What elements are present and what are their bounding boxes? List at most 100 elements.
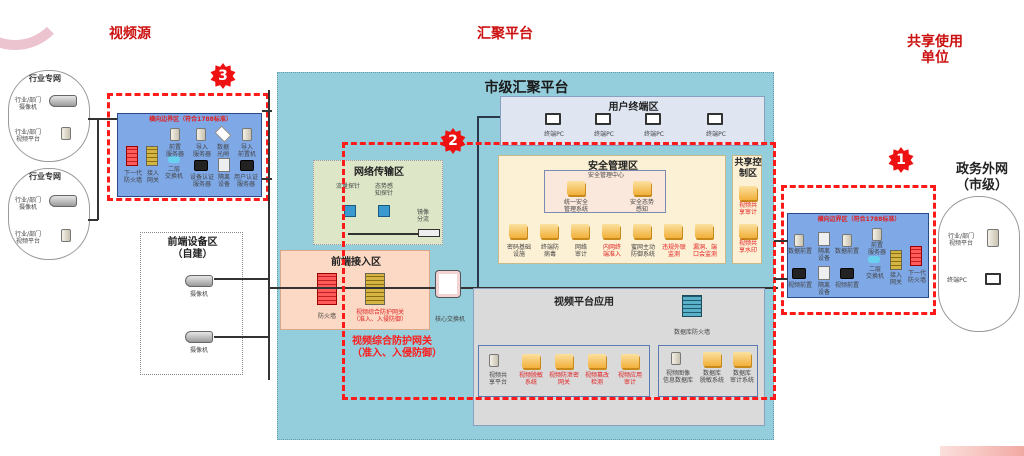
firewall-icon <box>126 146 138 166</box>
probe-icon <box>378 205 390 217</box>
platform-title: 市级汇聚平台 <box>484 80 569 96</box>
system-box-icon <box>695 224 713 238</box>
zone-title: 视频平台应用 <box>554 297 614 308</box>
connector <box>214 278 268 280</box>
platform-bus <box>477 116 479 402</box>
highlight-box-2 <box>342 142 776 400</box>
video-server-icon <box>840 268 854 279</box>
device-label: 摄像机 <box>189 347 208 354</box>
server-icon <box>872 228 882 241</box>
app-system-label: 视频防泄密 网关 <box>548 372 579 386</box>
security-management-center: 安全管理中心 统一安全 管理系统 安全态势 感知 <box>544 170 666 213</box>
badge-3: 3 <box>210 63 236 89</box>
industry-network-cloud-2: 行业专网 行业/部门 摄像机 行业/部门 视频平台 <box>8 168 90 260</box>
pc-icon <box>645 113 661 125</box>
gov-network-title: 政务外网 （市级） <box>955 162 1008 193</box>
server-icon <box>170 128 180 141</box>
app-system-label: 视频共 享平台 <box>488 372 507 386</box>
server-icon <box>196 128 206 141</box>
pc-icon <box>985 273 1001 285</box>
connector <box>97 150 99 220</box>
system-label: 统一安全 管理系统 <box>563 199 588 213</box>
server-icon <box>489 354 499 367</box>
frontend-device-zone: 前端设备区 （自建） 摄像机 摄像机 <box>140 232 243 375</box>
system-label: 视频共 享水印 <box>738 240 757 254</box>
firewall-icon <box>910 246 922 266</box>
device-label: 数据库 脱敏系统 <box>699 370 724 384</box>
security-system-label: 内网终 端准入 <box>602 244 621 258</box>
backbone-line <box>268 90 270 380</box>
device-label: 下一代 防火墙 <box>123 170 142 184</box>
device-label: 行业/部门 视频平台 <box>947 233 975 247</box>
switch-icon <box>168 156 180 163</box>
device-label: 终端PC <box>706 131 726 138</box>
video-platform-application-zone: 视频平台应用 数据库防火墙 视频共 享平台视频脱敏 系统视频防泄密 网关视频篡改… <box>473 288 765 426</box>
system-box-icon <box>602 224 620 238</box>
gov-network-cloud: 行业/部门 视频平台 终端PC <box>938 196 1020 332</box>
device-label: 数据前置 <box>834 248 859 255</box>
device-label: 视频前置 <box>788 282 813 289</box>
device-label: 终端PC <box>947 277 967 284</box>
system-label: 视频共 享审计 <box>738 202 757 216</box>
gateway-callout: 视频综合防护网关 （准入、入侵防御） <box>352 336 442 359</box>
share-control-zone: 共享控 制区 视频共 享审计 视频共 享水印 <box>732 155 762 264</box>
gateway-icon <box>890 250 902 270</box>
system-box-icon <box>588 354 606 368</box>
security-system-label: 终端防 病毒 <box>540 244 559 258</box>
security-system-label: 网络 审计 <box>574 244 587 258</box>
database-group: 视频图像 信息数据库 数据库 脱敏系统 数据库 审计系统 <box>658 345 758 397</box>
device-label: 摄像机 <box>189 291 208 298</box>
system-label: 安全态势 感知 <box>629 199 654 213</box>
camera-icon <box>49 95 77 107</box>
device-label: 态势感 知探针 <box>374 183 393 197</box>
system-box-icon <box>522 354 540 368</box>
switch-icon <box>868 256 880 263</box>
device-label: 数据前置 <box>788 248 813 255</box>
header-aggregation-platform: 汇聚平台 <box>477 26 533 42</box>
center-title: 安全管理中心 <box>587 172 624 179</box>
app-system-label: 视频应用 审计 <box>617 372 642 386</box>
boundary-zone-3: 横向边界区（符合1788标准） 下一代 防火墙 接入 网关 二层 交换机 前置 … <box>117 113 262 197</box>
firewall-icon <box>317 273 337 305</box>
core-switch-icon <box>435 270 461 298</box>
system-box-icon <box>703 352 721 366</box>
device-label: 接入 网关 <box>146 170 159 184</box>
isolation-icon <box>218 158 230 172</box>
system-box-icon <box>509 224 527 238</box>
zone-title: 共享控 制区 <box>734 158 762 179</box>
zone-title: 网络传输区 <box>354 167 404 178</box>
system-box-icon <box>571 224 589 238</box>
security-system-label: 漏洞、端 口会监测 <box>692 244 717 258</box>
device-label: 终端PC <box>644 131 664 138</box>
device-label: 二层 交换机 <box>164 166 183 180</box>
server-icon <box>242 128 252 141</box>
cloud-title: 行业专网 <box>29 74 61 83</box>
header-shared-units: 共享使用 单位 <box>907 34 963 66</box>
core-line <box>268 287 778 289</box>
device-label: 数据 光闸 <box>216 144 229 158</box>
device-label: 数据库防火墙 <box>673 329 710 336</box>
device-label: 视频图像 信息数据库 <box>662 370 693 384</box>
device-label: 隔离 设备 <box>817 248 830 262</box>
zone-title: 前端设备区 （自建） <box>167 237 218 260</box>
header-video-source: 视频源 <box>109 26 151 42</box>
boundary-zone-1: 横向边界区（符合1788标准） 数据前置 隔离 设备 数据前置 前置 服务器 视… <box>787 213 929 298</box>
network-transmission-zone: 网络传输区 流量探针 态势感 知探针 镜像 分流 <box>313 160 443 245</box>
system-box-icon <box>664 224 682 238</box>
device-label: 隔离 设备 <box>817 282 830 296</box>
highlight-box-3 <box>107 93 269 201</box>
boundary-title: 横向边界区（符合1788标准） <box>149 116 232 123</box>
zone-title: 用户终端区 <box>608 102 659 113</box>
isolation-icon <box>818 266 830 280</box>
app-system-label: 视频篡改 检测 <box>584 372 609 386</box>
app-system-label: 视频脱敏 系统 <box>518 372 543 386</box>
device-label: 接入 网关 <box>889 272 902 286</box>
device-label: 视频前置 <box>834 282 859 289</box>
system-box-icon <box>540 224 558 238</box>
camera-icon <box>185 331 213 343</box>
device-label: 二层 交换机 <box>865 266 884 280</box>
system-box-icon <box>567 181 585 195</box>
server-icon <box>61 127 71 140</box>
device-label: 终端PC <box>544 131 564 138</box>
zone-title: 前端接入区 <box>331 257 381 268</box>
